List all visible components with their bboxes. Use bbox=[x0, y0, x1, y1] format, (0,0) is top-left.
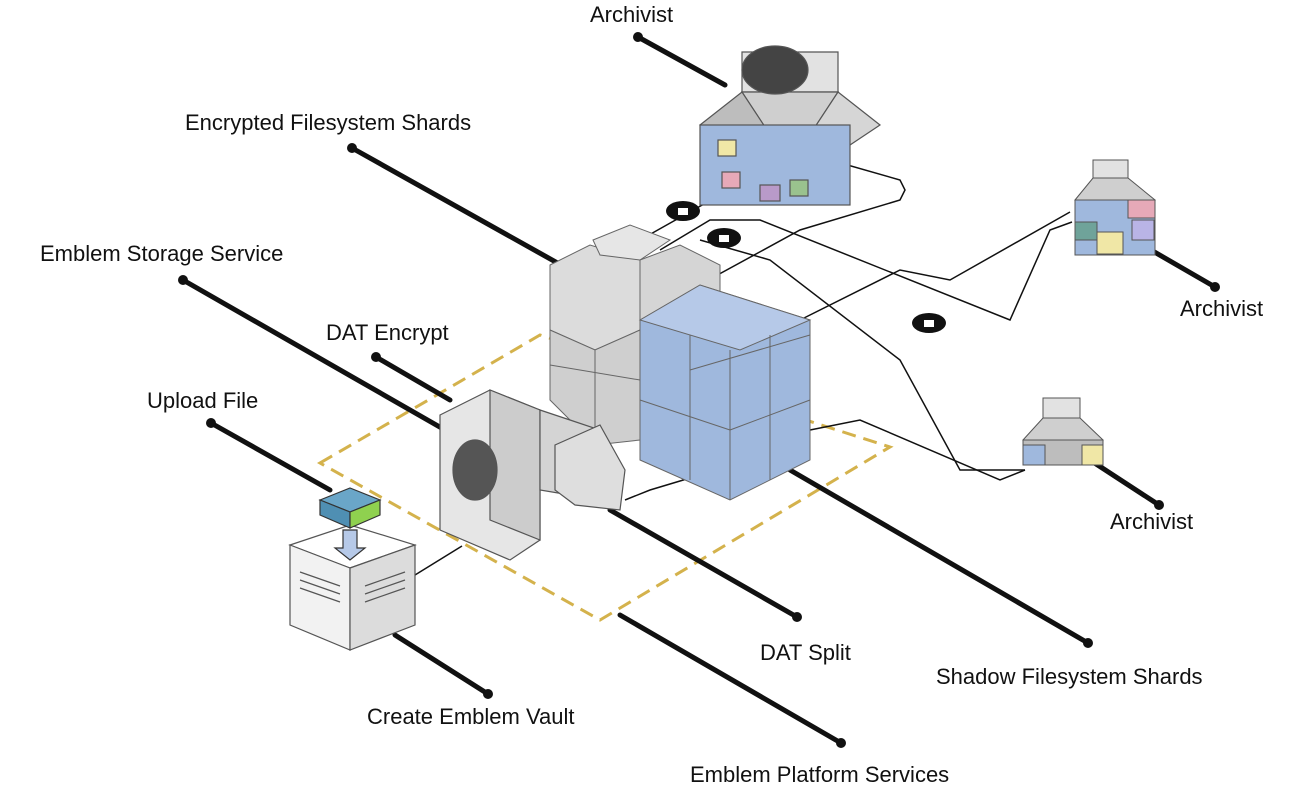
split-machine-icon bbox=[539, 409, 626, 511]
label-create-vault: Create Emblem Vault bbox=[367, 704, 574, 729]
leader-create-vault bbox=[392, 632, 491, 697]
leader-archivist-bottom bbox=[1087, 457, 1162, 508]
leader-storage-service bbox=[180, 277, 448, 433]
label-shadow-shards: Shadow Filesystem Shards bbox=[936, 664, 1203, 689]
leader-dat-split bbox=[607, 507, 800, 620]
archivist-node-icon bbox=[1022, 397, 1104, 466]
upload-file-icon bbox=[318, 487, 382, 561]
platform-boundary bbox=[316, 333, 894, 622]
label-archivist-top: Archivist bbox=[590, 2, 673, 27]
leader-upload-file bbox=[208, 420, 333, 493]
encrypt-machine-icon bbox=[439, 389, 541, 561]
label-dat-encrypt: DAT Encrypt bbox=[326, 320, 449, 345]
shadow-shard-blocks bbox=[638, 284, 812, 501]
leader-encrypted-shards bbox=[349, 145, 573, 273]
leader-lines bbox=[180, 34, 1218, 746]
leader-dat-encrypt bbox=[373, 354, 453, 403]
archivist-node-icon bbox=[1074, 159, 1156, 256]
label-storage-service: Emblem Storage Service bbox=[40, 241, 283, 266]
leader-archivist-top bbox=[635, 34, 728, 88]
label-upload-file: Upload File bbox=[147, 388, 258, 413]
shard-cluster bbox=[549, 224, 812, 501]
label-platform-services: Emblem Platform Services bbox=[690, 762, 949, 787]
lock-icon bbox=[707, 228, 741, 248]
label-archivist-bottom: Archivist bbox=[1110, 509, 1193, 534]
lock-icon bbox=[912, 313, 946, 333]
leader-shadow-shards bbox=[787, 467, 1091, 646]
label-dat-split: DAT Split bbox=[760, 640, 851, 665]
label-encrypted-shards: Encrypted Filesystem Shards bbox=[185, 110, 471, 135]
leader-platform-services bbox=[617, 612, 844, 746]
leader-dots bbox=[178, 32, 1220, 748]
diagram-labels: Archivist Encrypted Filesystem Shards Em… bbox=[40, 2, 1263, 787]
label-archivist-right: Archivist bbox=[1180, 296, 1263, 321]
archivist-node-icon bbox=[698, 45, 882, 206]
lock-icon bbox=[666, 201, 700, 221]
